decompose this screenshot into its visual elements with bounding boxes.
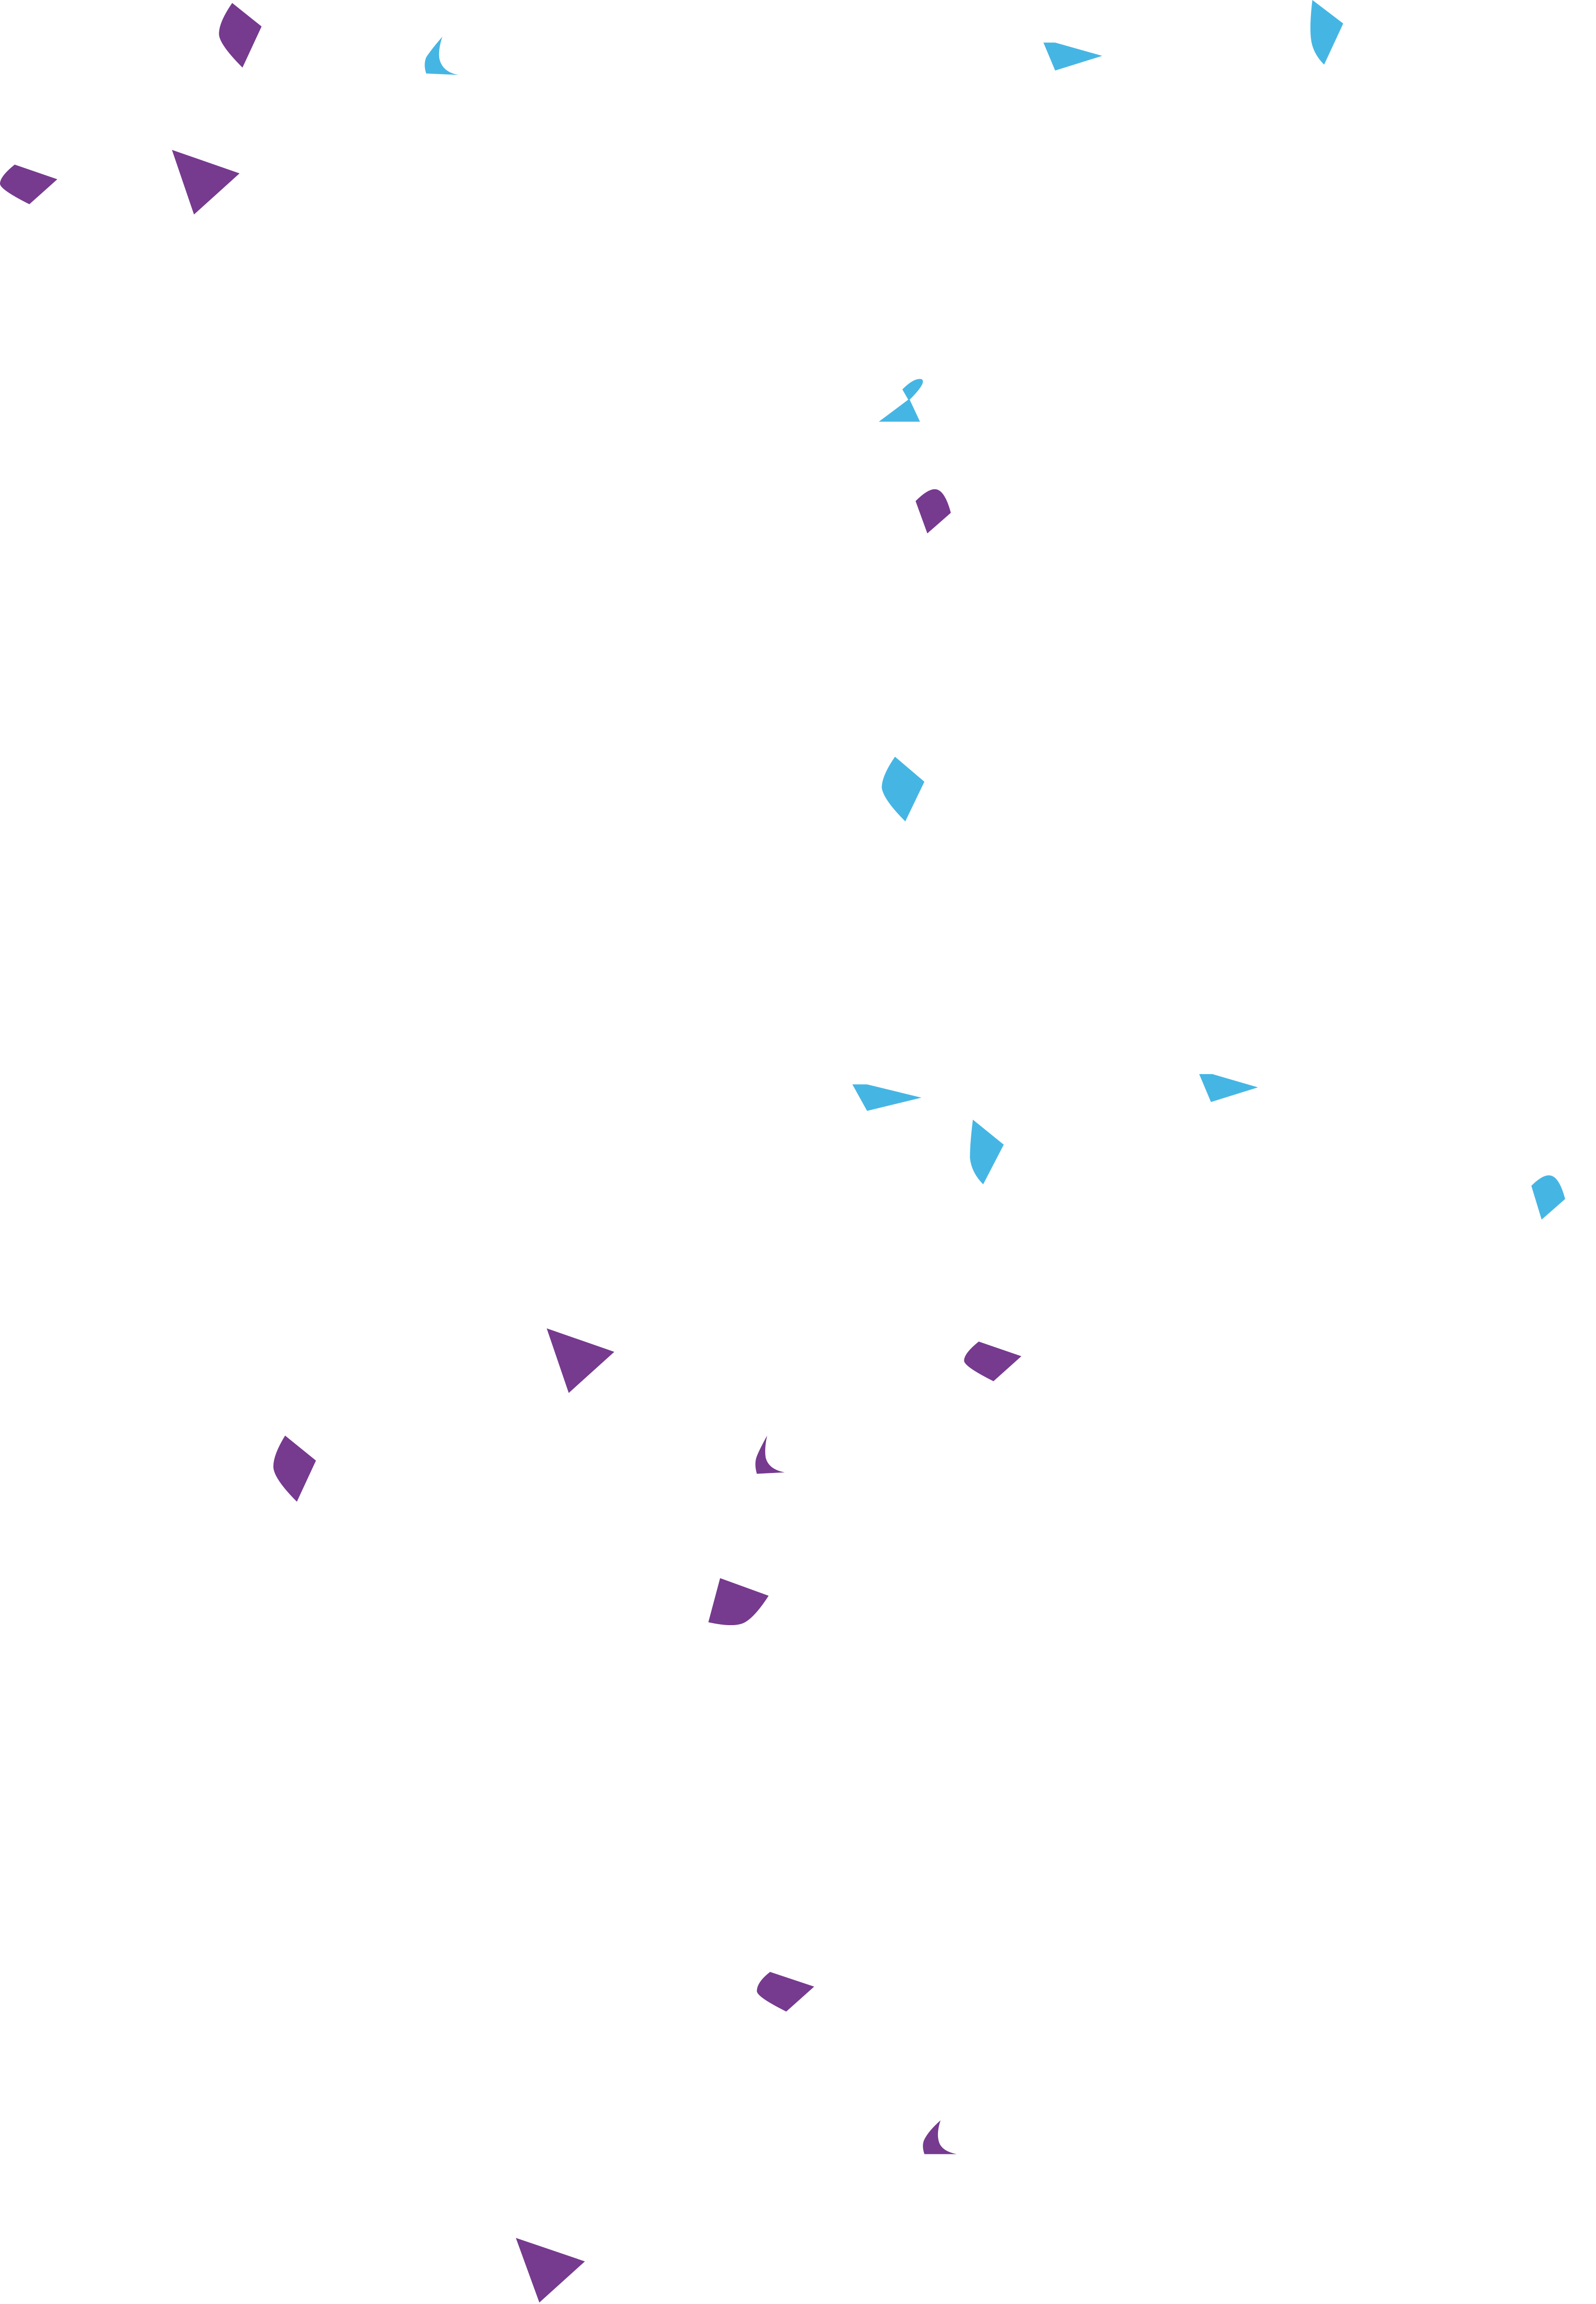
confetti-piece [708, 1578, 769, 1626]
blue-confetti-group [425, 0, 1565, 1220]
confetti-piece [1043, 42, 1102, 71]
confetti-piece [755, 1436, 785, 1474]
confetti-piece [964, 1341, 1022, 1381]
confetti-piece [915, 489, 951, 534]
confetti-piece [757, 1972, 814, 2012]
confetti-piece [0, 164, 58, 205]
confetti-piece [1199, 1074, 1258, 1102]
purple-confetti-group [0, 3, 1022, 2303]
confetti-piece [852, 1084, 922, 1111]
confetti-piece [546, 1328, 615, 1393]
confetti-piece [1531, 1175, 1565, 1220]
confetti-piece [219, 3, 262, 68]
confetti-piece [1310, 0, 1343, 65]
confetti-piece [172, 150, 240, 215]
confetti-piece [273, 1436, 316, 1502]
confetti-piece [878, 379, 923, 422]
confetti-piece [881, 757, 925, 821]
confetti-piece [970, 1120, 1004, 1184]
confetti-piece [515, 2238, 585, 2303]
confetti-piece [923, 2120, 957, 2154]
confetti-piece [425, 36, 459, 75]
